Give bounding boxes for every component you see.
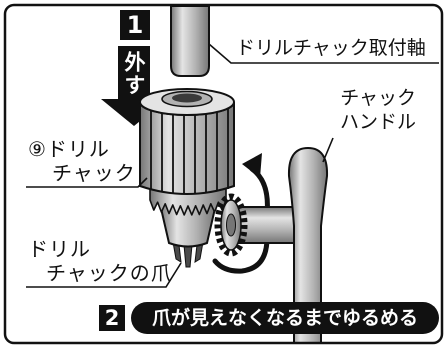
rotation-arrow-lower-arc xyxy=(212,235,270,274)
chuck-handle-pinion-hub xyxy=(226,213,236,237)
drill-chuck-label-line-2: チャック xyxy=(52,161,136,185)
chuck-handle-label-line-2: ハンドル xyxy=(339,111,416,133)
drill-chuck-jaw xyxy=(183,244,193,268)
rotation-arrowhead xyxy=(242,153,262,178)
chuck-jaw-label-line-1: ドリル xyxy=(28,237,91,261)
mount-shaft-label: ドリルチャック取付軸 xyxy=(236,37,426,59)
step-2-instruction-pill: 爪が見えなくなるまでゆるめる xyxy=(131,302,439,334)
step-2-badge: 2 xyxy=(99,305,125,331)
drill-chuck-bore xyxy=(172,93,202,103)
chuck-handle-grip xyxy=(287,146,329,344)
drill-chuck-label-line-1: ⑨ドリル xyxy=(28,137,110,161)
drill-chuck-leader-line xyxy=(26,177,148,188)
step-2-number: 2 xyxy=(104,306,120,330)
step-1-badge: 1 xyxy=(120,10,150,40)
chuck-jaw-leader-line xyxy=(26,262,182,288)
step-1-number: 1 xyxy=(126,11,144,39)
remove-action-label: 外す xyxy=(122,51,146,97)
chuck-handle-label: チャック ハンドル xyxy=(316,86,416,134)
mount-shaft-leader-line xyxy=(208,43,439,64)
chuck-handle-label-line-1: チャック xyxy=(340,87,416,109)
step-2-instruction-text: 爪が見えなくなるまでゆるめる xyxy=(151,307,418,329)
chuck-handle-leader-line xyxy=(322,137,334,163)
illustration-frame xyxy=(3,3,444,345)
drill-chuck-nose xyxy=(158,203,218,248)
chuck-handle-pinion-teeth xyxy=(214,193,248,257)
chuck-mount-shaft xyxy=(170,5,210,77)
chuck-jaw-label-line-2: チャックの爪 xyxy=(46,261,172,285)
